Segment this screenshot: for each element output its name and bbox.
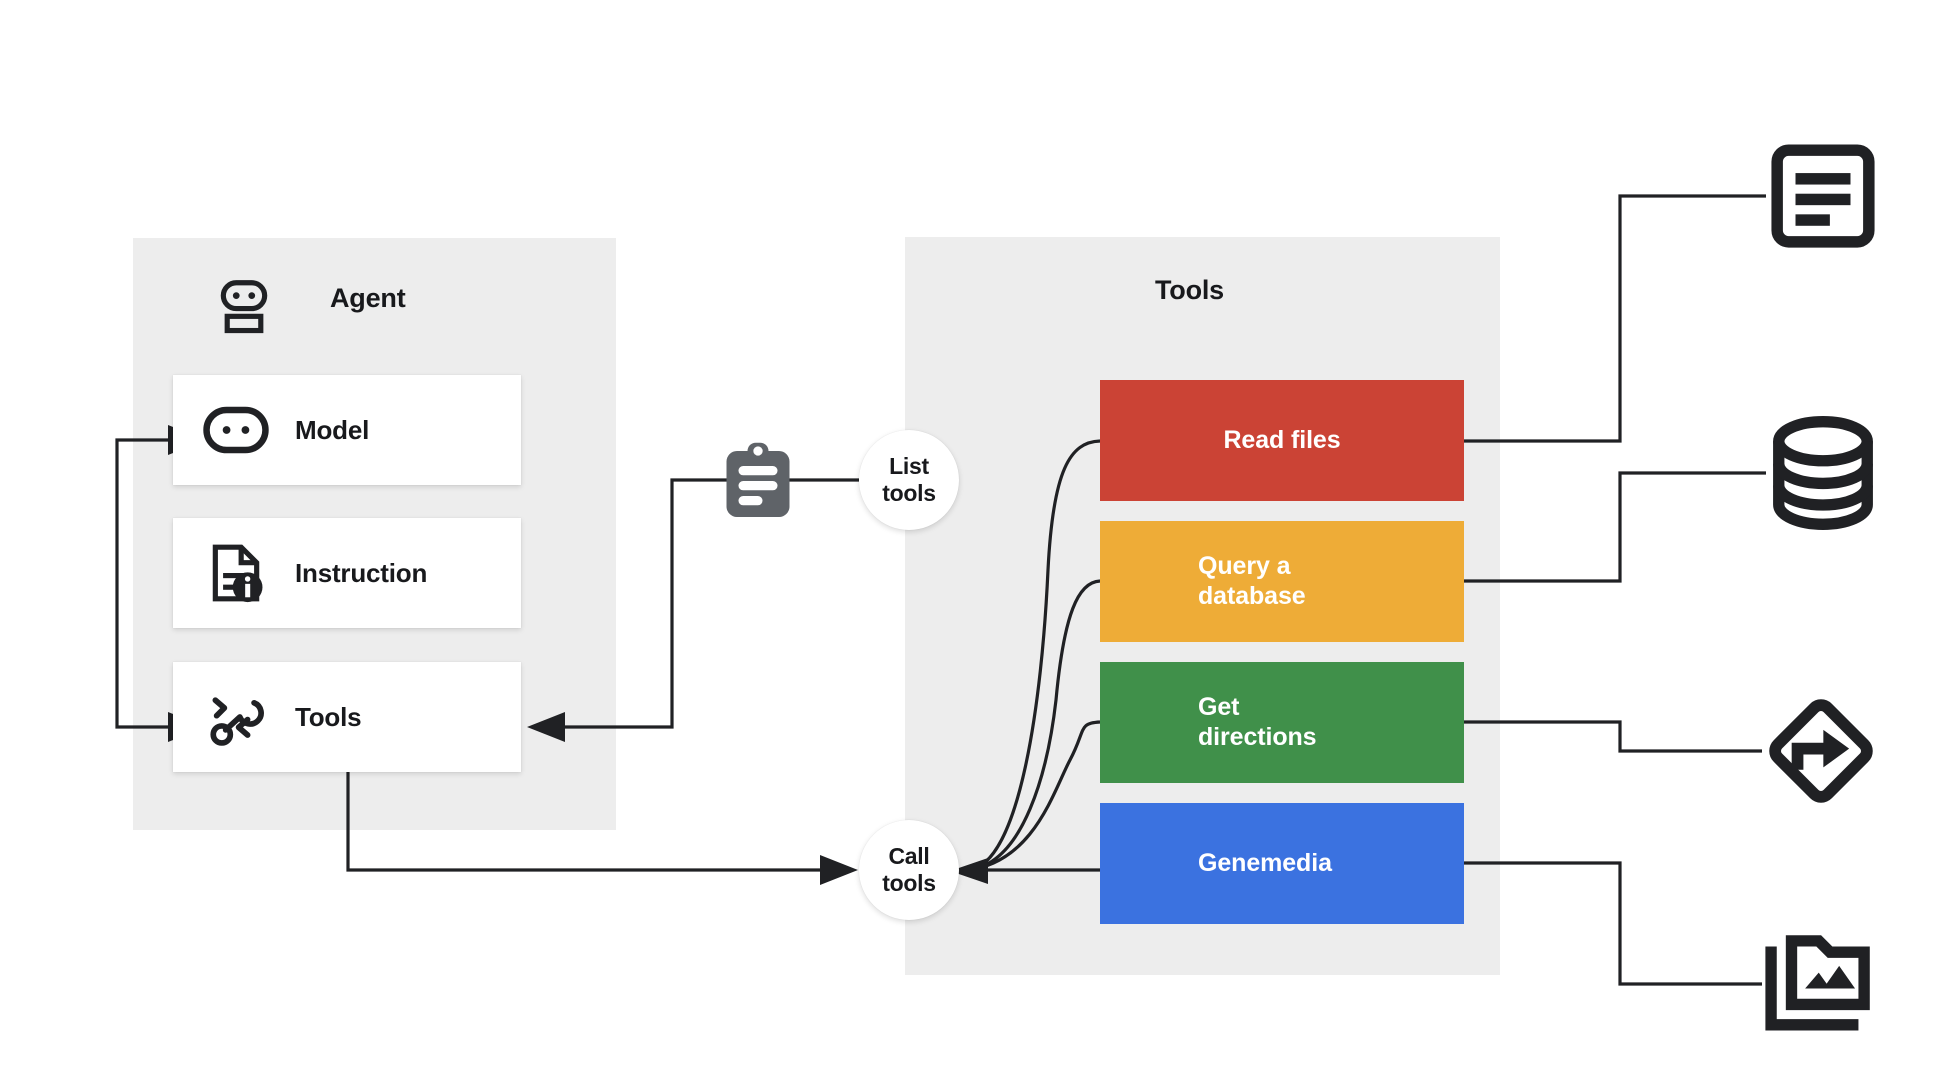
agent-card-model-label: Model [295,414,370,445]
tools-group-title: Tools [1155,275,1224,305]
document-lines-icon [1768,141,1878,251]
tools-wrench-icon [203,684,269,750]
tool-box-read-files[interactable]: Read files [1100,380,1464,501]
database-cylinder-icon [1768,416,1878,530]
clipboard-icon [722,442,794,517]
document-info-icon [203,540,269,606]
media-folder-icon [1762,930,1880,1038]
agent-group-title: Agent [330,283,406,313]
directions-sign-icon [1760,690,1882,812]
agent-card-tools[interactable]: Tools [173,662,521,772]
connector-database-to-cylinder [1464,471,1766,583]
tool-box-read-files-label: Read files [1223,425,1341,454]
connector-readfiles-to-document [1464,194,1766,443]
agent-card-instruction-label: Instruction [295,557,428,588]
robot-head-icon [203,397,269,463]
connector-directions-to-sign [1464,720,1762,753]
robot-icon [213,275,275,337]
agent-card-model[interactable]: Model [173,375,521,485]
agent-card-instruction[interactable]: Instruction [173,518,521,628]
tool-box-genemedia[interactable]: Genemedia [1100,803,1464,924]
tool-box-genemedia-label: Genemedia [1198,848,1332,877]
agent-card-tools-label: Tools [295,701,362,732]
connector-genemedia-to-media [1464,861,1762,986]
